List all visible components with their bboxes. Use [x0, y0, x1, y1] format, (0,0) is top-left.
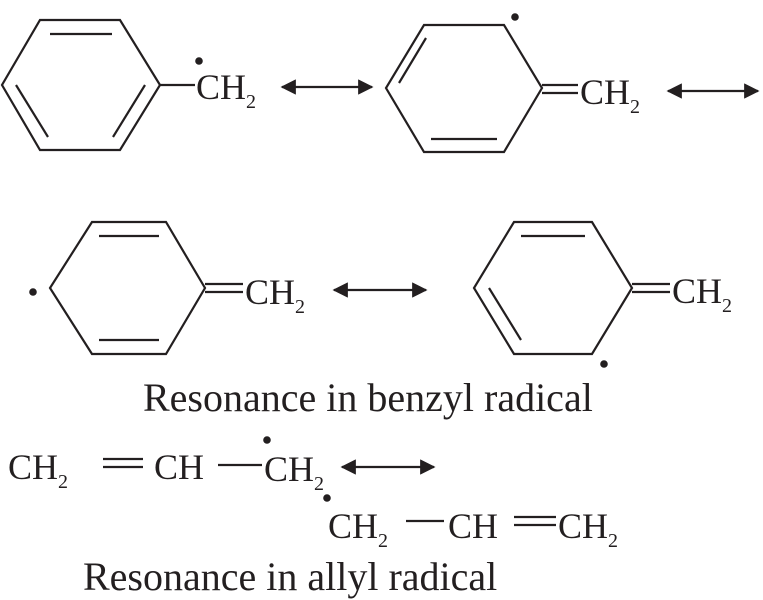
allyl-ch-1: CH: [154, 447, 204, 487]
ch2-label-2: CH2: [580, 72, 640, 118]
allyl-ch2-left: CH2: [8, 447, 68, 493]
ring-double-bond: [398, 37, 427, 84]
radical-dot: [263, 436, 271, 444]
benzyl-structure-2: [384, 23, 578, 154]
allyl-ch2-radical-2: CH2: [328, 506, 388, 552]
radical-dot: [511, 13, 519, 21]
benzyl-structure-3: [48, 220, 243, 356]
radical-dot: [29, 288, 37, 296]
radical-dot: [600, 360, 608, 368]
ch2-label-1: CH2: [196, 67, 256, 113]
benzyl-structure-4: [472, 220, 670, 356]
allyl-ch-2: CH: [448, 506, 498, 546]
allyl-bonds-1: [103, 457, 262, 469]
allyl-ch2-radical: CH2: [264, 449, 324, 495]
allyl-bonds-2: [406, 515, 556, 527]
radical-dot: [323, 494, 331, 502]
cyclohexadiene-ring: [384, 23, 544, 154]
cyclohexadiene-ring: [48, 220, 207, 356]
cyclohexadiene-ring: [472, 220, 634, 356]
benzene-ring: [0, 18, 162, 152]
ring-double-bond: [488, 287, 522, 341]
ch2-label-4: CH2: [672, 271, 732, 317]
ch2-label-3: CH2: [245, 272, 305, 318]
radical-dot: [195, 57, 203, 65]
ring-double-bond: [15, 84, 49, 138]
ring-double-bond: [112, 84, 146, 138]
benzyl-structure-1: [0, 18, 195, 152]
allyl-caption: Resonance in allyl radical: [83, 554, 497, 599]
allyl-ch2-right: CH2: [558, 506, 618, 552]
benzyl-caption: Resonance in benzyl radical: [143, 375, 593, 420]
